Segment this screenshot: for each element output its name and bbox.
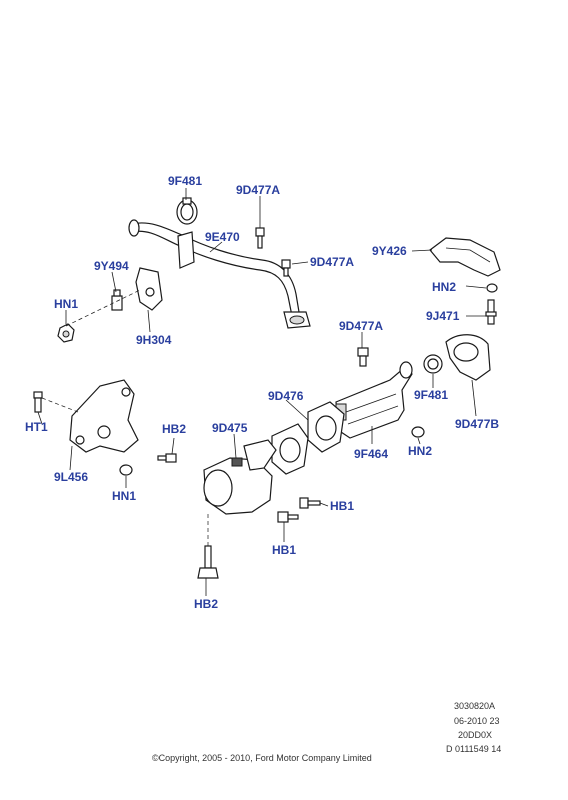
- heat-shield-9Y426: [429, 237, 501, 277]
- nut-HN1-left: [57, 323, 75, 343]
- callout-HN2-right[interactable]: HN2: [408, 444, 433, 458]
- clamp-9F481-right: [423, 354, 443, 374]
- callout-HT1[interactable]: HT1: [25, 420, 48, 434]
- callout-9D477A-mid[interactable]: 9D477A: [310, 255, 355, 269]
- valve-9D475: [203, 439, 277, 515]
- callout-9D477A-top[interactable]: 9D477A: [236, 183, 281, 197]
- callout-HB1-right[interactable]: HB1: [330, 499, 355, 513]
- callout-HN1-left[interactable]: HN1: [54, 297, 79, 311]
- callout-HB2-top[interactable]: HB2: [162, 422, 187, 436]
- nut-HN2-right: [411, 426, 425, 438]
- leader-lines: [37, 188, 488, 596]
- copyright-notice: ©Copyright, 2005 - 2010, Ford Motor Comp…: [152, 753, 372, 763]
- bolt-9D477A-mid: [281, 259, 291, 277]
- sensor-9Y494: [111, 289, 123, 311]
- bolt-9D477A-top: [255, 227, 265, 249]
- reference-code-3: 20DD0X: [458, 730, 493, 740]
- nut-HN1-bottom: [119, 464, 133, 476]
- bolt-HB1-bottom: [277, 511, 299, 523]
- callout-9Y494[interactable]: 9Y494: [94, 259, 129, 273]
- clamp-9F481-top: [176, 197, 198, 225]
- callout-9E470[interactable]: 9E470: [205, 230, 240, 244]
- nut-HN2-top: [486, 283, 498, 293]
- stud-HT1: [33, 391, 43, 413]
- callout-9H304[interactable]: 9H304: [136, 333, 172, 347]
- stud-9J471: [485, 299, 497, 325]
- callout-9Y426[interactable]: 9Y426: [372, 244, 407, 258]
- callout-9L456[interactable]: 9L456: [54, 470, 89, 484]
- bolt-HB2-bottom: [197, 545, 219, 579]
- egr-pipe-9E470: [128, 219, 311, 329]
- callout-9F481-right[interactable]: 9F481: [414, 388, 449, 402]
- callout-9D475[interactable]: 9D475: [212, 421, 248, 435]
- callout-HN2-top[interactable]: HN2: [432, 280, 457, 294]
- callout-9F464[interactable]: 9F464: [354, 447, 389, 461]
- bracket-9L456: [69, 379, 139, 453]
- callout-9D476[interactable]: 9D476: [268, 389, 304, 403]
- egr-cooler-9F464: [335, 361, 413, 439]
- callout-HB1-bottom[interactable]: HB1: [272, 543, 297, 557]
- bolt-HB2-top: [157, 453, 177, 463]
- reference-code-4: D 0111549 14: [446, 744, 502, 754]
- bolt-9D477A-right: [357, 347, 369, 367]
- callout-9D477B[interactable]: 9D477B: [455, 417, 500, 431]
- bracket-9H304: [135, 267, 163, 311]
- gasket-9D476-secondary: [271, 423, 309, 475]
- callout-HB2-bottom[interactable]: HB2: [194, 597, 219, 611]
- bolt-HB1-right: [299, 497, 321, 509]
- callout-9J471[interactable]: 9J471: [426, 309, 460, 323]
- callout-HN1-bottom[interactable]: HN1: [112, 489, 137, 503]
- reference-code-1: 3030820A: [454, 701, 496, 711]
- gasket-9D476: [307, 401, 345, 453]
- callout-9D477A-right[interactable]: 9D477A: [339, 319, 384, 333]
- bracket-9D477B: [445, 334, 491, 381]
- reference-code-2: 06-2010 23: [454, 716, 500, 726]
- callout-9F481-top[interactable]: 9F481: [168, 174, 203, 188]
